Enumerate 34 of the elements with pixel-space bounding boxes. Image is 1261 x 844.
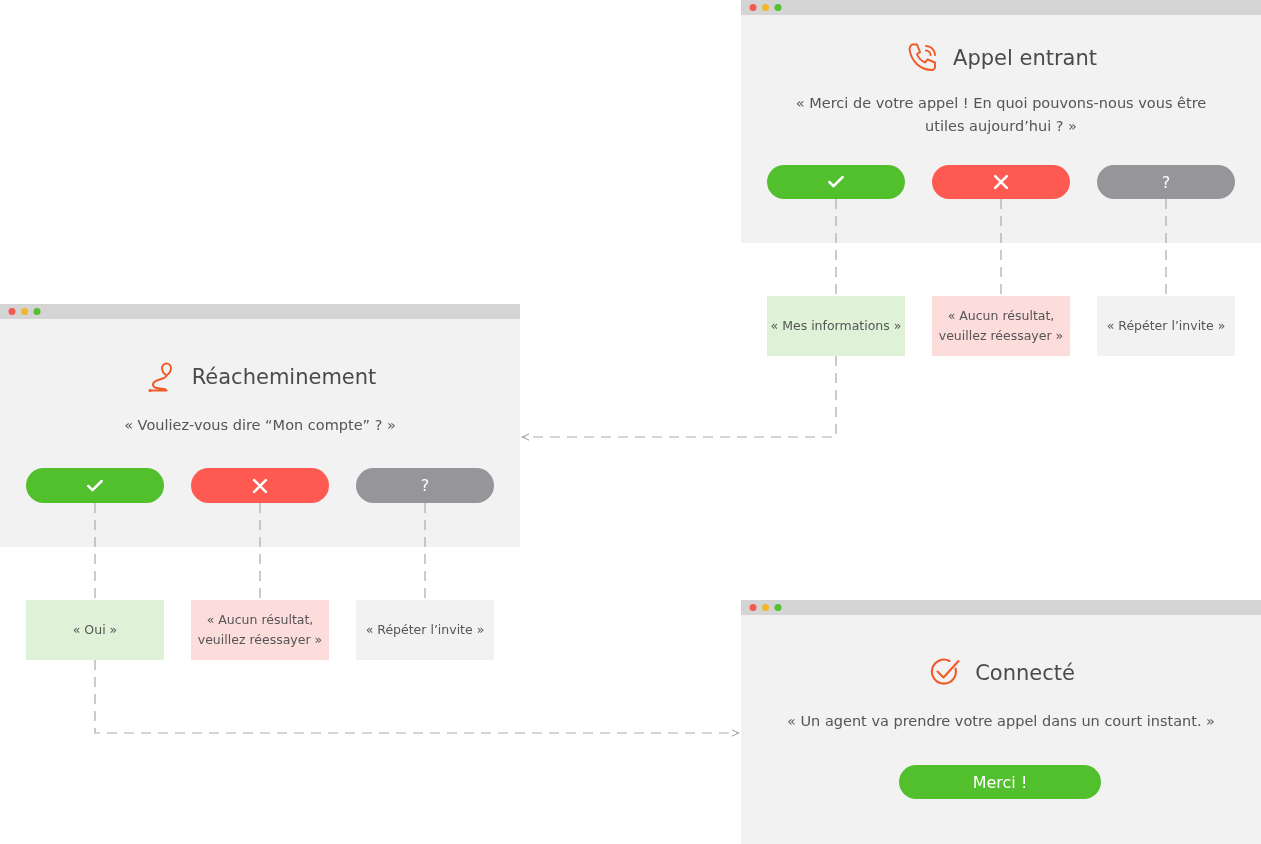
arrow bbox=[521, 355, 837, 441]
connector-line bbox=[1165, 198, 1167, 297]
answer-button: ? bbox=[356, 468, 494, 503]
response-box bbox=[932, 296, 1070, 356]
response-box bbox=[191, 600, 329, 660]
response-text: « Répéter l’invite » bbox=[364, 621, 486, 639]
answer-button bbox=[767, 165, 905, 199]
connector-line bbox=[1000, 198, 1002, 297]
app-window bbox=[741, 0, 1261, 243]
response-box bbox=[767, 296, 905, 356]
app-window bbox=[0, 304, 520, 547]
app-window bbox=[741, 600, 1261, 844]
prompt-text: « Merci de votre appel ! En quoi pouvons-nous vous être utiles aujourd’hui ? » bbox=[794, 94, 1208, 136]
answer-button bbox=[191, 468, 329, 503]
response-text: « Aucun résultat, veuillez réessayer » bbox=[196, 611, 324, 649]
answer-button: ? bbox=[1097, 165, 1235, 199]
window-heading: Appel entrant bbox=[953, 46, 1097, 70]
answer-button: Merci ! bbox=[899, 765, 1101, 799]
connector-line bbox=[259, 502, 261, 601]
window-heading: Réacheminement bbox=[191, 365, 377, 389]
response-text: « Aucun résultat, veuillez réessayer » bbox=[937, 307, 1065, 345]
prompt-text: « Un agent va prendre votre appel dans un court instant. » bbox=[786, 712, 1216, 731]
connector-line bbox=[94, 502, 96, 601]
connector-line bbox=[424, 502, 426, 601]
window-heading: Connecté bbox=[975, 661, 1075, 685]
connector-line bbox=[835, 198, 837, 297]
answer-button bbox=[932, 165, 1070, 199]
response-text: « Mes informations » bbox=[769, 317, 903, 335]
response-text: « Répéter l’invite » bbox=[1105, 317, 1227, 335]
answer-button bbox=[26, 468, 164, 503]
arrow bbox=[94, 659, 740, 737]
response-text: « Oui » bbox=[71, 621, 119, 639]
response-box bbox=[26, 600, 164, 660]
prompt-text: « Vouliez-vous dire “Mon compte” ? » bbox=[123, 416, 397, 435]
